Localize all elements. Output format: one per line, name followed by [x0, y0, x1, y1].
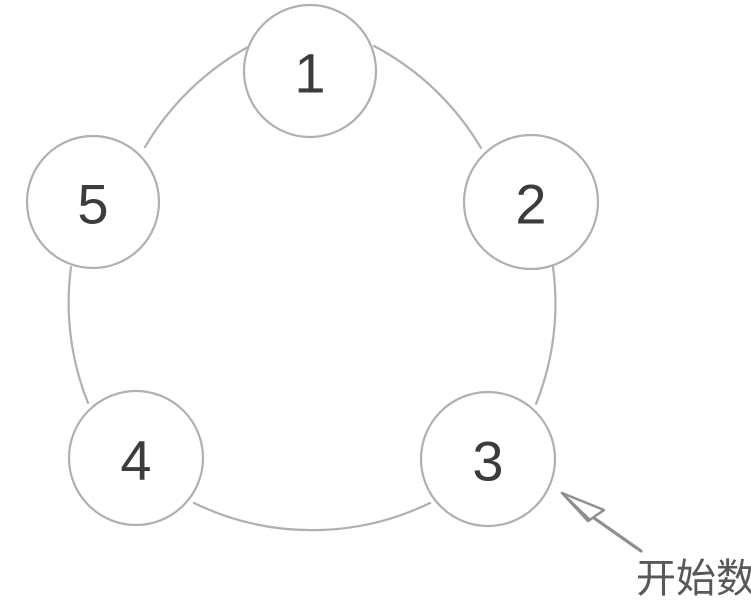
node-3-circle[interactable] [419, 390, 557, 528]
node-4[interactable]: 4 [67, 389, 205, 527]
annotation-arrow-shaft [592, 516, 643, 553]
edge-4-to-5 [67, 265, 90, 405]
node-4-label: 4 [120, 429, 151, 492]
node-2-circle[interactable] [462, 133, 600, 271]
node-1-label: 1 [294, 42, 325, 105]
node-5-label: 5 [77, 173, 108, 236]
node-3-label: 3 [472, 430, 503, 493]
edge-2-to-3 [534, 265, 557, 406]
node-2[interactable]: 2 [462, 133, 600, 271]
edge-group [67, 44, 557, 532]
node-3[interactable]: 3 [419, 390, 557, 528]
start-annotation: 开始数 [560, 491, 751, 602]
node-1[interactable]: 1 [242, 3, 378, 139]
node-1-circle[interactable] [242, 3, 378, 139]
node-5[interactable]: 5 [25, 134, 161, 270]
node-5-circle[interactable] [25, 134, 161, 270]
node-4-circle[interactable] [67, 389, 205, 527]
edge-5-to-1 [143, 45, 250, 149]
annotation-arrow-head-crease [560, 491, 592, 522]
annotation-label: 开始数 [636, 556, 751, 602]
annotation-arrow-head-icon [560, 491, 606, 523]
edge-1-to-2 [372, 44, 483, 150]
edge-3-to-4 [192, 501, 432, 532]
node-2-label: 2 [515, 173, 546, 236]
